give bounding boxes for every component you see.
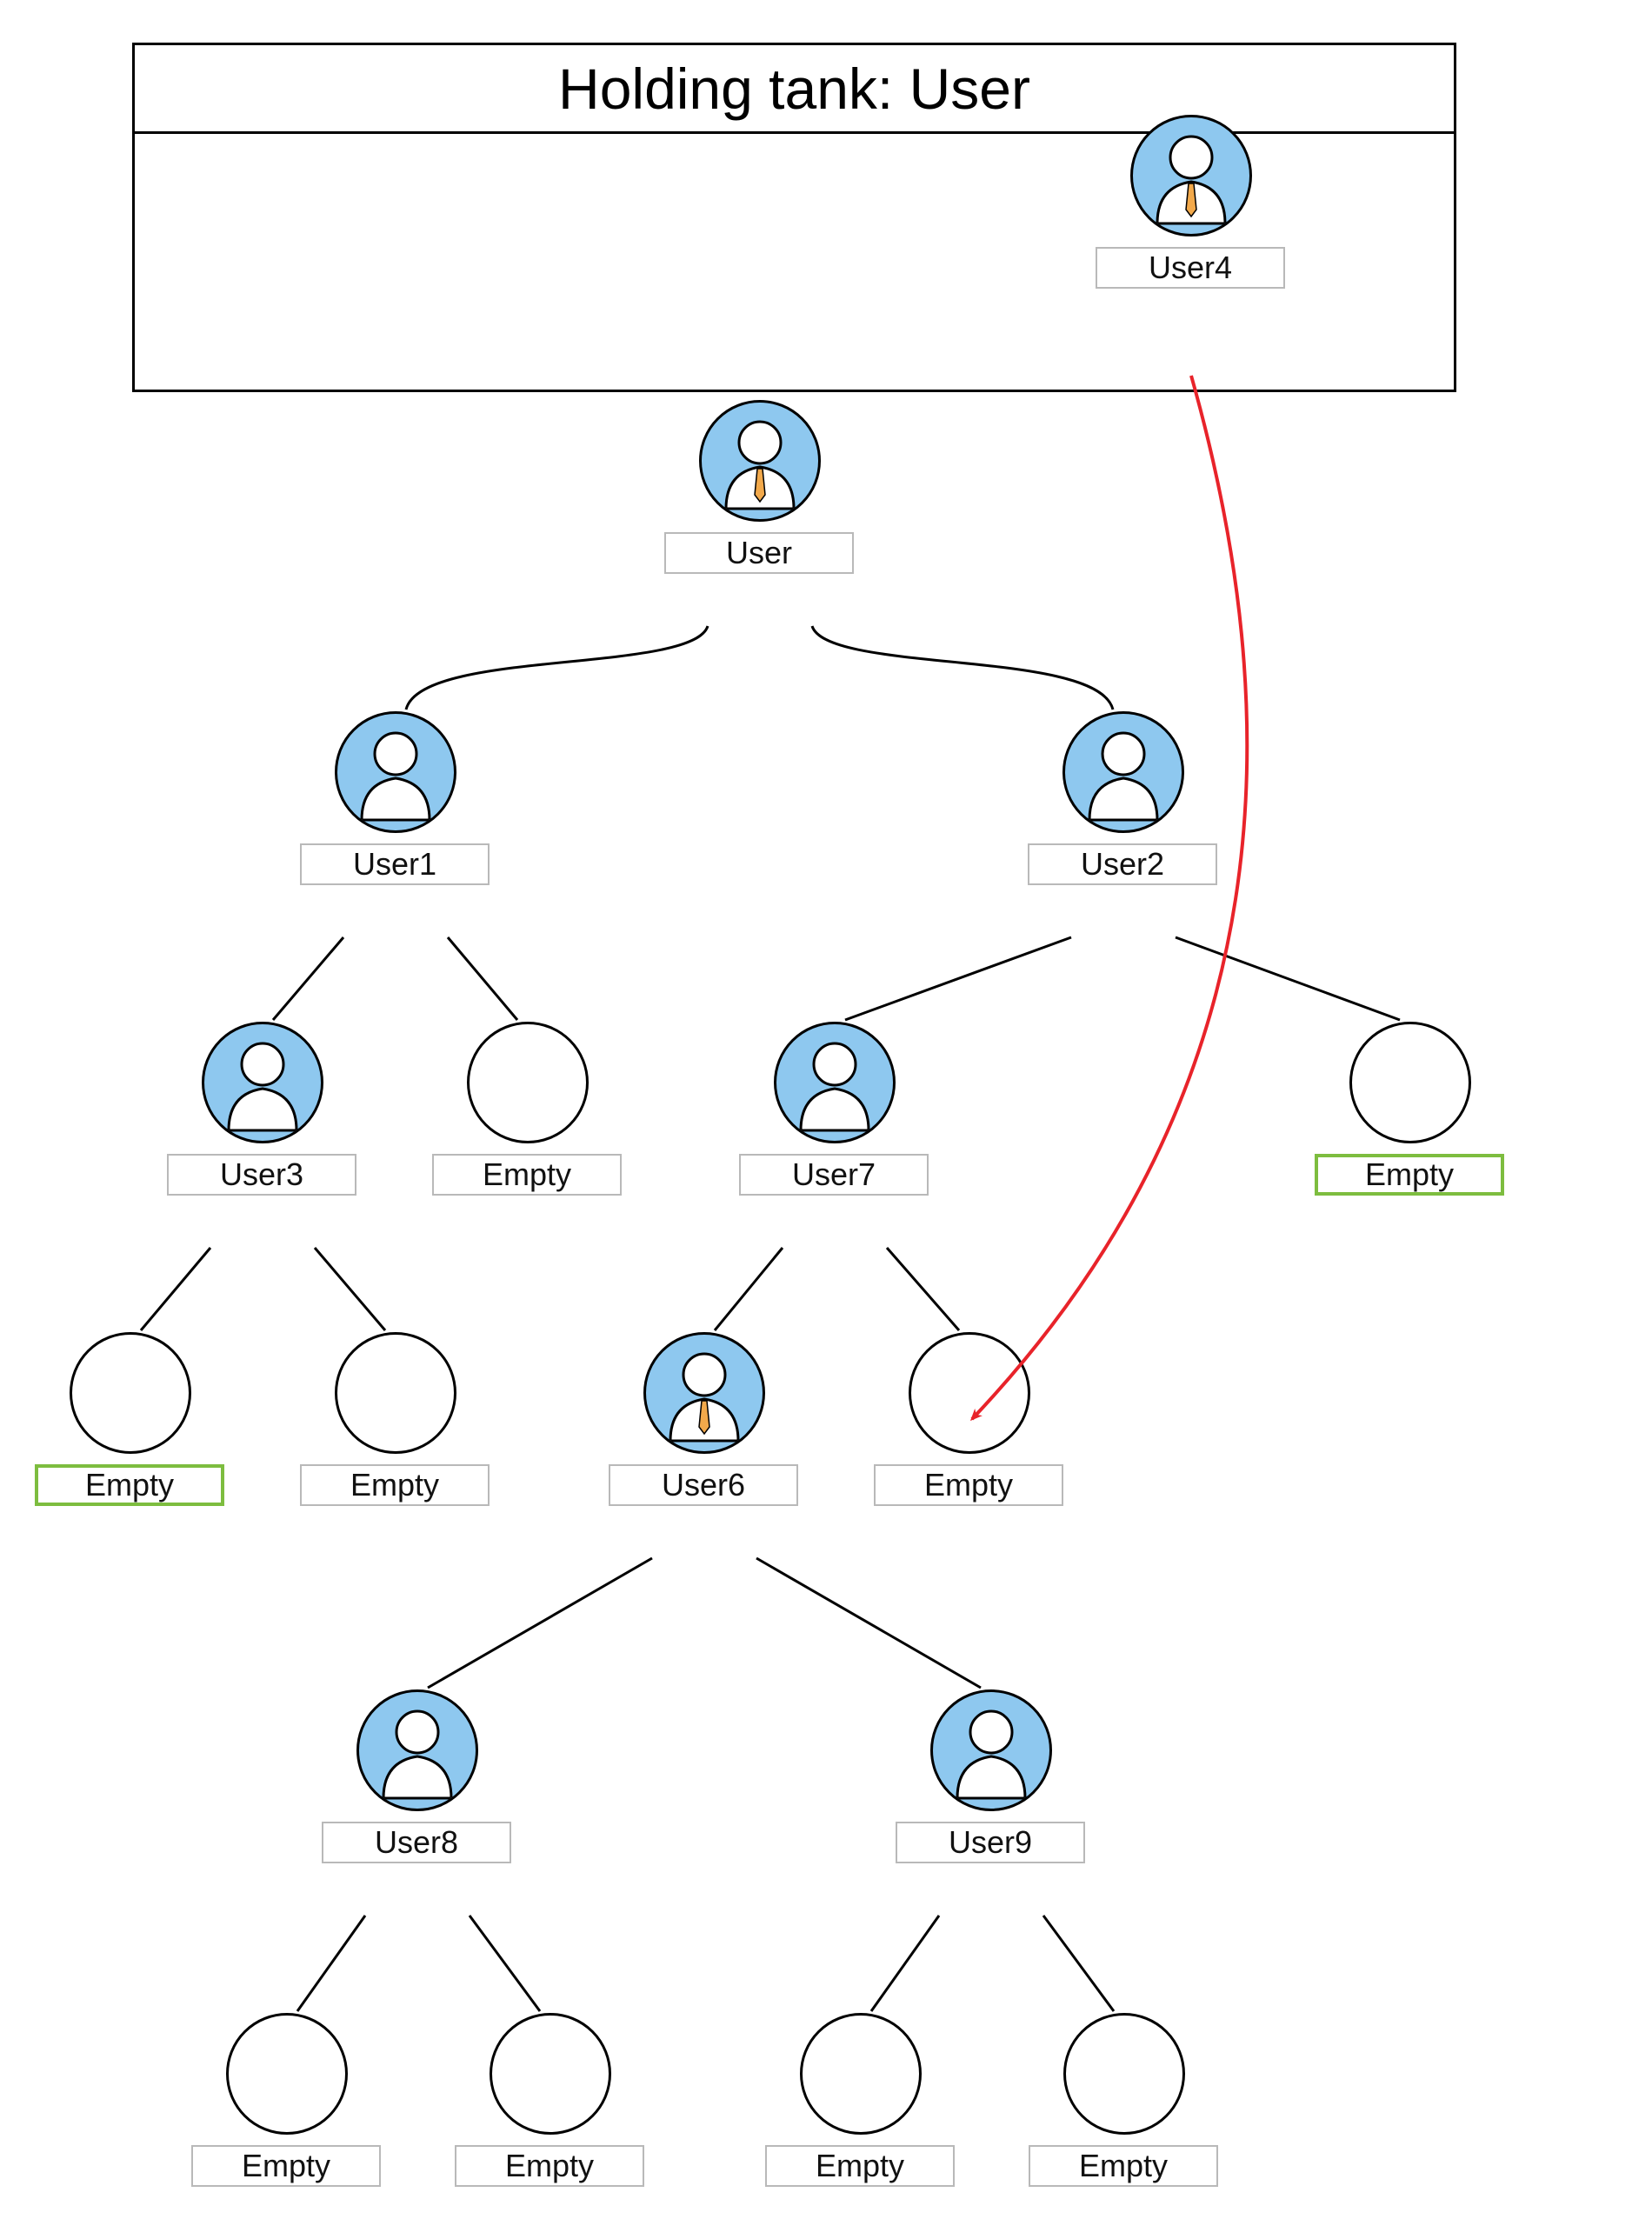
node-label: User8 [322,1822,511,1863]
tree-edge [756,1556,982,1689]
tree-node-e8[interactable]: Empty [765,2013,956,2190]
node-label: User2 [1028,843,1217,885]
tree-edge [468,1915,542,2012]
manager-icon [699,400,821,522]
user-icon [335,711,456,833]
node-label: Empty [455,2145,644,2187]
node-label: Empty [765,2145,955,2187]
user-icon [930,1689,1052,1811]
holding-tank-user[interactable]: User4 [1096,115,1287,292]
tree-edge [713,1247,784,1331]
user-icon [1062,711,1184,833]
tree-edge [1042,1915,1116,2012]
tree-edge [810,625,1115,710]
manager-icon [1130,115,1252,237]
empty-slot-circle [335,1332,456,1454]
tree-edge [885,1247,961,1331]
user-icon [356,1689,478,1811]
tree-edge [271,936,345,1021]
node-label: Empty [1315,1154,1504,1196]
tree-node-e2[interactable]: Empty [1315,1022,1506,1199]
empty-slot-circle [1063,2013,1185,2135]
tree-edge [296,1915,367,2012]
node-label: User [664,532,854,574]
node-label: Empty [874,1464,1063,1506]
node-label: Empty [432,1154,622,1196]
empty-slot-circle [800,2013,922,2135]
tree-node-u3[interactable]: User3 [167,1022,358,1199]
tree-edge [869,1915,941,2012]
node-label: Empty [1029,2145,1218,2187]
empty-slot-circle [490,2013,611,2135]
tree-edge [313,1247,387,1331]
tree-node-e6[interactable]: Empty [191,2013,383,2190]
user-icon [774,1022,896,1143]
empty-slot-circle [909,1332,1030,1454]
empty-slot-circle [70,1332,191,1454]
node-label: Empty [35,1464,224,1506]
tree-node-u6[interactable]: User6 [609,1332,800,1509]
user-icon [202,1022,323,1143]
tree-node-e7[interactable]: Empty [455,2013,646,2190]
node-label: User9 [896,1822,1085,1863]
tree-edge [404,625,709,710]
tree-node-e3[interactable]: Empty [35,1332,226,1509]
manager-icon [643,1332,765,1454]
tree-node-u9[interactable]: User9 [896,1689,1087,1867]
node-label: Empty [300,1464,490,1506]
node-label: User3 [167,1154,356,1196]
node-label: User7 [739,1154,929,1196]
tree-node-u2[interactable]: User2 [1028,711,1219,889]
tree-edge [1175,936,1401,1022]
tree-edge [427,1556,653,1689]
empty-slot-circle [226,2013,348,2135]
tree-node-u1[interactable]: User1 [300,711,491,889]
tree-edge [446,936,519,1021]
tree-node-root[interactable]: User [664,400,856,577]
tree-node-e1[interactable]: Empty [432,1022,623,1199]
tree-node-e5[interactable]: Empty [874,1332,1065,1509]
node-label: User6 [609,1464,798,1506]
node-label: User4 [1096,247,1285,289]
tree-node-e4[interactable]: Empty [300,1332,491,1509]
holding-tank: Holding tank: User [132,43,1456,392]
node-label: Empty [191,2145,381,2187]
empty-slot-circle [467,1022,589,1143]
node-label: User1 [300,843,490,885]
tree-node-u8[interactable]: User8 [322,1689,513,1867]
empty-slot-circle [1349,1022,1471,1143]
tree-node-u7[interactable]: User7 [739,1022,930,1199]
holding-tank-title: Holding tank: User [135,45,1454,134]
tree-edge [139,1247,212,1331]
tree-node-e9[interactable]: Empty [1029,2013,1220,2190]
tree-edge [844,936,1072,1022]
